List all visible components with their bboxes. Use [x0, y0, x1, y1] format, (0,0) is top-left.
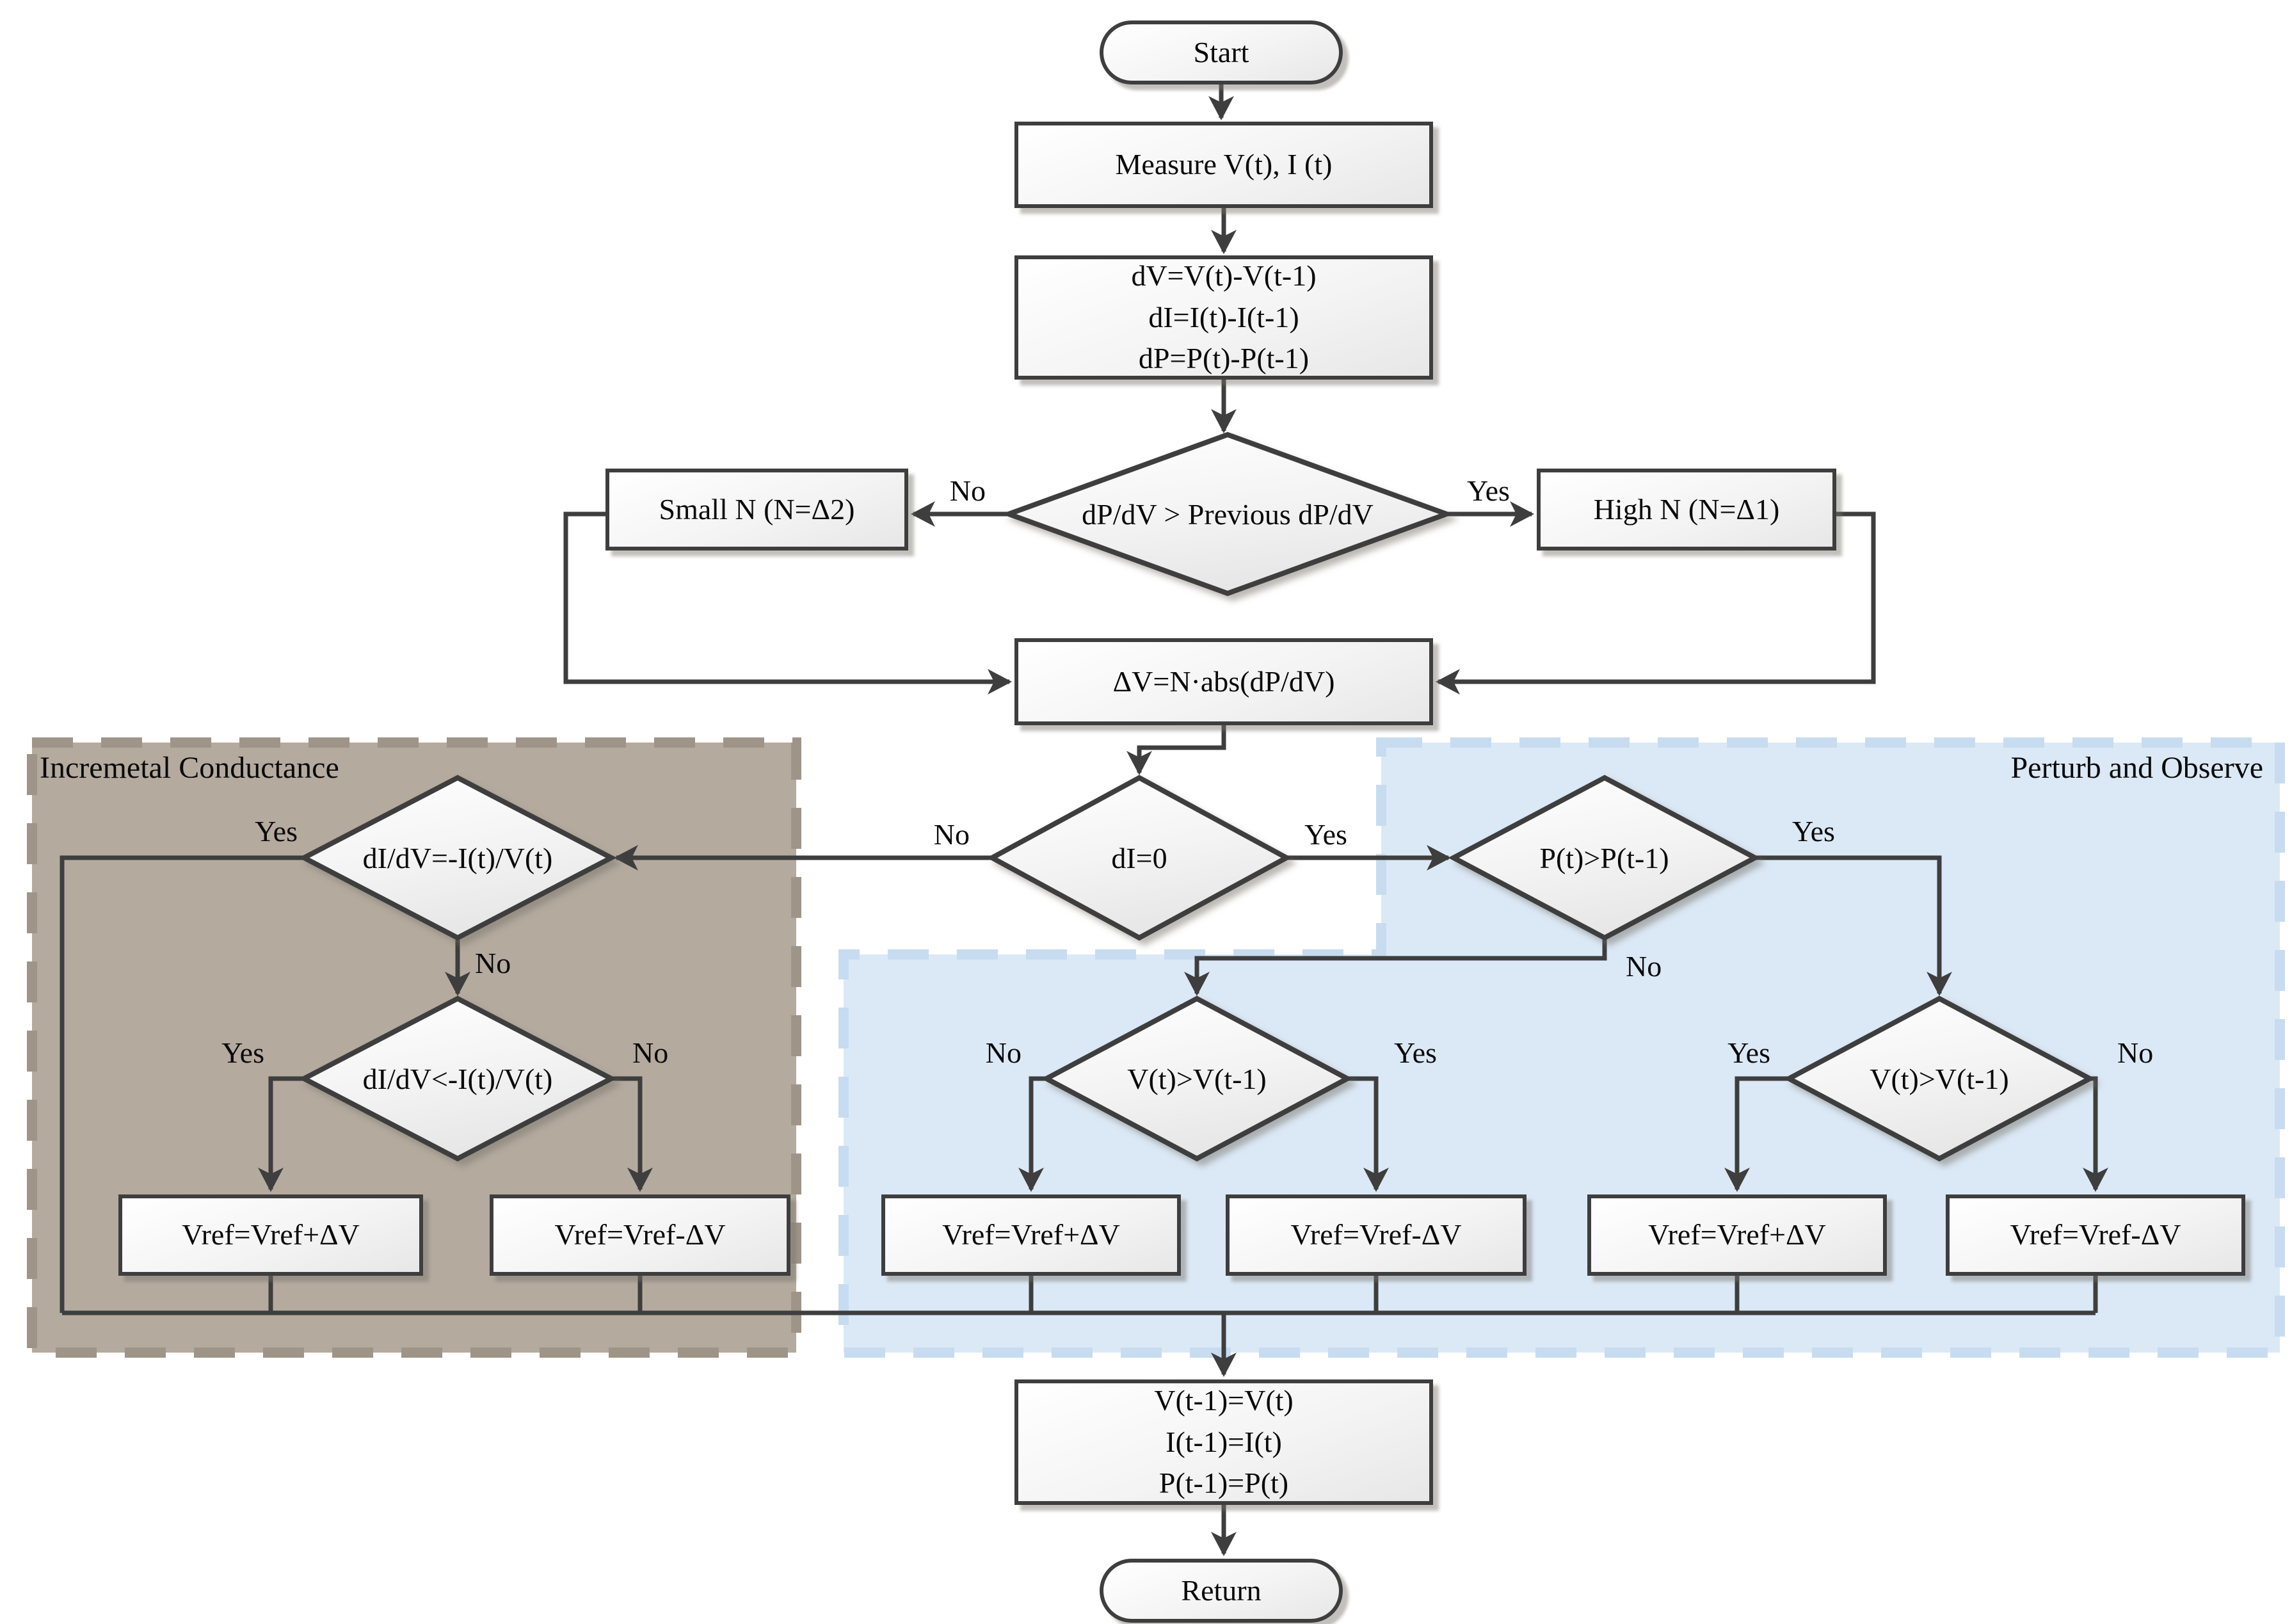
vref-minus-node-inc: Vref=Vref-ΔV	[490, 1194, 790, 1276]
connector	[1436, 511, 1876, 695]
edge-label-yes-di-zero: Yes	[1304, 818, 1347, 851]
connector	[1347, 1076, 1389, 1192]
high-n-node: High N (N=Δ1)	[1537, 469, 1836, 551]
vref-minus-node-po-left: Vref=Vref-ΔV	[1226, 1194, 1527, 1276]
delta-v-label: ΔV=N·abs(dP/dV)	[1112, 664, 1335, 698]
measure-label: Measure V(t), I (t)	[1115, 148, 1333, 181]
high-n-label: High N (N=Δ1)	[1593, 492, 1780, 526]
vref-plus-node-po-right: Vref=Vref+ΔV	[1587, 1194, 1887, 1276]
edge-label-yes-voltage-left: Yes	[1394, 1036, 1437, 1069]
edge-label-no-slope: No	[949, 474, 986, 507]
edge-label-no-voltage-left: No	[985, 1036, 1022, 1069]
power-check-diamond	[1448, 775, 1761, 941]
edge-label-no-inc-equal: No	[475, 947, 511, 979]
connector	[1755, 855, 1952, 996]
connector	[60, 855, 304, 1313]
voltage-check-left-diamond	[1041, 995, 1353, 1162]
update-line2: I(t-1)=I(t)	[1166, 1425, 1282, 1458]
connector	[1126, 725, 1226, 775]
slope-check-diamond	[1001, 431, 1454, 597]
derivatives-line1: dV=V(t)-V(t-1)	[1131, 259, 1317, 293]
vref-minus-node-po-right: Vref=Vref-ΔV	[1946, 1194, 2245, 1276]
connectors	[60, 84, 2108, 1556]
vref-minus-label: Vref=Vref-ΔV	[2010, 1218, 2181, 1251]
measure-node: Measure V(t), I (t)	[1014, 122, 1433, 208]
delta-v-node: ΔV=N·abs(dP/dV)	[1014, 638, 1433, 725]
connector	[1724, 1076, 1789, 1192]
small-n-node: Small N (N=Δ2)	[605, 469, 908, 551]
vref-plus-node-inc: Vref=Vref+ΔV	[118, 1194, 423, 1276]
edge-label-no-voltage-right: No	[2117, 1036, 2154, 1069]
vref-minus-label: Vref=Vref-ΔV	[554, 1218, 726, 1251]
vref-plus-node-po-left: Vref=Vref+ΔV	[881, 1194, 1181, 1276]
vref-plus-label: Vref=Vref+ΔV	[182, 1218, 360, 1251]
region-title-perturb-and-observe: Perturb and Observe	[2010, 751, 2263, 785]
update-node: V(t-1)=V(t) I(t-1)=I(t) P(t-1)=P(t)	[1014, 1379, 1433, 1505]
edge-label-no-inc-less: No	[632, 1036, 669, 1069]
vref-plus-label: Vref=Vref+ΔV	[942, 1218, 1120, 1251]
connector	[563, 511, 1012, 695]
derivatives-line3: dP=P(t)-P(t-1)	[1138, 342, 1310, 375]
start-label: Start	[1193, 35, 1249, 68]
edge-label-yes-slope: Yes	[1467, 474, 1510, 507]
return-label: Return	[1181, 1573, 1262, 1607]
vref-minus-label: Vref=Vref-ΔV	[1290, 1218, 1462, 1251]
derivatives-node: dV=V(t)-V(t-1) dI=I(t)-I(t-1) dP=P(t)-P(…	[1014, 255, 1433, 380]
edge-label-no-power: No	[1626, 950, 1662, 983]
return-node: Return	[1100, 1559, 1343, 1623]
update-line1: V(t-1)=V(t)	[1154, 1384, 1294, 1417]
connector	[1184, 938, 1607, 996]
decision-shapes	[298, 431, 2096, 1162]
connector	[258, 1076, 304, 1192]
update-line3: P(t-1)=P(t)	[1158, 1467, 1289, 1500]
inc-cond-equal-diamond	[298, 775, 617, 941]
vref-plus-label: Vref=Vref+ΔV	[1648, 1218, 1826, 1251]
edge-label-yes-power: Yes	[1792, 815, 1835, 848]
region-perturb-and-observe	[838, 737, 2285, 1358]
start-node: Start	[1100, 20, 1343, 84]
edge-label-yes-voltage-right: Yes	[1727, 1036, 1770, 1069]
edge-label-yes-inc-less: Yes	[221, 1036, 264, 1069]
connector	[611, 1076, 653, 1192]
small-n-label: Small N (N=Δ2)	[659, 492, 855, 526]
edge-label-yes-inc-equal: Yes	[255, 815, 298, 848]
voltage-check-right-diamond	[1783, 995, 2096, 1162]
di-zero-diamond	[986, 775, 1292, 941]
edge-label-no-di-zero: No	[933, 818, 970, 851]
inc-cond-less-diamond	[298, 995, 617, 1162]
derivatives-line2: dI=I(t)-I(t-1)	[1148, 300, 1299, 334]
region-title-incremental-conductance: Incremetal Conductance	[40, 751, 339, 785]
